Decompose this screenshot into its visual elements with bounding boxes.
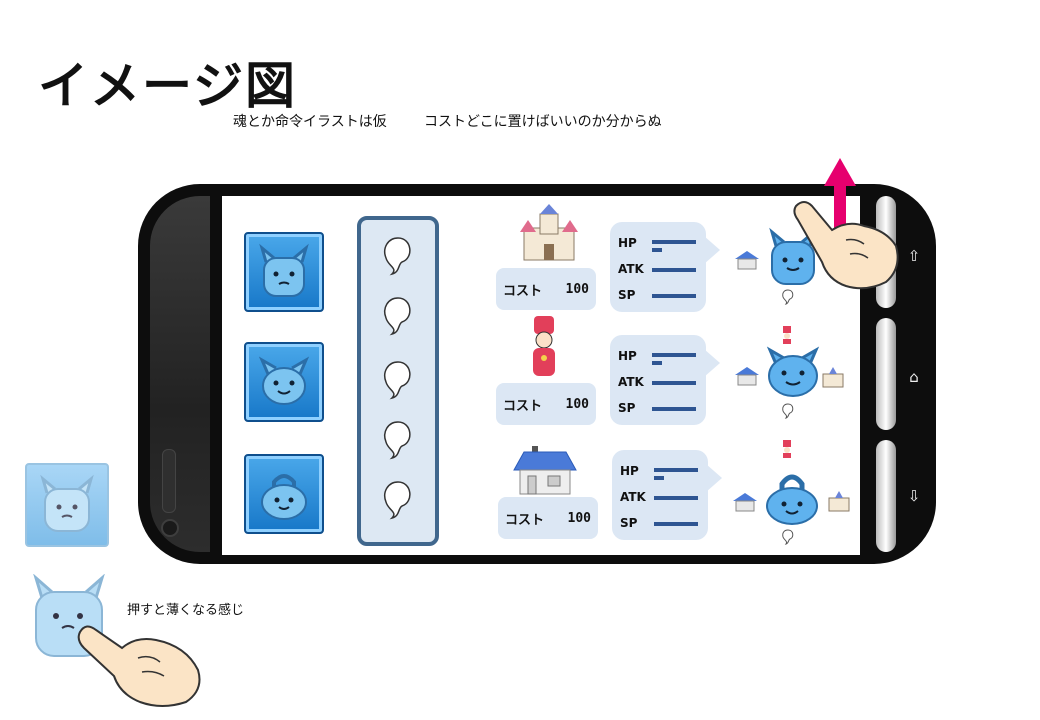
house-icon bbox=[513, 446, 577, 495]
atk-label: ATK bbox=[618, 375, 644, 389]
cost-label: コスト bbox=[505, 512, 545, 528]
soul-icon[interactable] bbox=[378, 234, 418, 278]
soul-icon bbox=[782, 289, 794, 305]
hp-bar-segment bbox=[654, 476, 664, 480]
round-horned-monster-icon bbox=[766, 346, 820, 397]
small-house-icon bbox=[735, 367, 759, 386]
sp-label: SP bbox=[618, 401, 636, 415]
lock-monster-icon bbox=[766, 474, 818, 525]
soul-icon[interactable] bbox=[378, 294, 418, 338]
sp-bar bbox=[652, 407, 696, 411]
soul-icon bbox=[782, 529, 794, 545]
cost-display: コスト 100 bbox=[498, 497, 598, 539]
cost-display: コスト 100 bbox=[496, 383, 596, 425]
hp-label: HP bbox=[620, 464, 639, 478]
small-house-icon bbox=[735, 251, 759, 270]
cost-label: コスト bbox=[503, 398, 543, 414]
atk-bar bbox=[652, 268, 696, 272]
cost-value: 100 bbox=[567, 510, 591, 526]
horned-blob-monster-icon bbox=[40, 474, 94, 532]
monster-card-lock[interactable] bbox=[244, 454, 324, 534]
soul-panel bbox=[357, 216, 439, 546]
small-house-icon bbox=[733, 493, 757, 512]
soul-icon bbox=[782, 403, 794, 419]
cost-display: コスト 100 bbox=[496, 268, 596, 310]
cost-note: コストどこに置けばいいのか分からぬ bbox=[424, 114, 662, 130]
monster-card-round-horned[interactable] bbox=[244, 342, 324, 422]
atk-bar bbox=[654, 496, 698, 500]
camera-icon bbox=[161, 519, 179, 537]
cost-value: 100 bbox=[565, 396, 589, 412]
nav-rail bbox=[876, 318, 896, 430]
soul-icon[interactable] bbox=[378, 358, 418, 402]
hp-bar-segment bbox=[652, 361, 662, 365]
soul-icon[interactable] bbox=[378, 418, 418, 462]
atk-label: ATK bbox=[618, 262, 644, 276]
stats-panel: HP ATK SP bbox=[610, 335, 720, 425]
illustration-note: 魂とか命令イラストは仮 bbox=[233, 114, 387, 130]
castle-icon bbox=[828, 491, 850, 512]
lock-monster-icon bbox=[261, 474, 307, 520]
pointing-hand-icon bbox=[77, 625, 201, 707]
home-icon[interactable]: ⌂ bbox=[909, 368, 919, 386]
swipe-up-arrow-icon bbox=[824, 158, 856, 244]
stats-panel: HP ATK SP bbox=[612, 450, 722, 540]
phone-bezel bbox=[150, 196, 210, 552]
hp-bar-segment bbox=[652, 248, 662, 252]
stats-panel: HP ATK SP bbox=[610, 222, 720, 312]
sp-label: SP bbox=[620, 516, 638, 530]
horned-blob-monster-icon bbox=[769, 227, 817, 285]
hp-label: HP bbox=[618, 349, 637, 363]
soul-icon[interactable] bbox=[378, 478, 418, 522]
castle-icon bbox=[822, 367, 844, 388]
pointing-hand-icon bbox=[793, 201, 899, 290]
up-arrow-icon[interactable]: ⇧ bbox=[907, 247, 921, 265]
sp-bar bbox=[652, 294, 696, 298]
nav-rail bbox=[876, 440, 896, 552]
hp-bar bbox=[654, 468, 698, 472]
pressed-monster-card[interactable] bbox=[25, 463, 109, 547]
hp-bar bbox=[652, 353, 696, 357]
atk-bar bbox=[652, 381, 696, 385]
monster-card-horned-blob[interactable] bbox=[244, 232, 324, 312]
soldier-icon bbox=[533, 316, 555, 376]
sp-label: SP bbox=[618, 288, 636, 302]
horned-blob-monster-icon bbox=[259, 243, 309, 297]
down-arrow-icon[interactable]: ⇩ bbox=[907, 487, 921, 505]
atk-label: ATK bbox=[620, 490, 646, 504]
hp-bar bbox=[652, 240, 696, 244]
cost-label: コスト bbox=[503, 283, 543, 299]
sp-bar bbox=[654, 522, 698, 526]
soldier-icon bbox=[783, 326, 791, 344]
hp-label: HP bbox=[618, 236, 637, 250]
press-note: 押すと薄くなる感じ bbox=[127, 603, 245, 618]
speaker-grille bbox=[162, 449, 176, 513]
round-horned-monster-icon bbox=[258, 356, 310, 405]
castle-icon bbox=[520, 204, 578, 261]
soldier-icon bbox=[783, 440, 791, 458]
page-title: イメージ図 bbox=[38, 57, 297, 115]
cost-value: 100 bbox=[565, 281, 589, 297]
